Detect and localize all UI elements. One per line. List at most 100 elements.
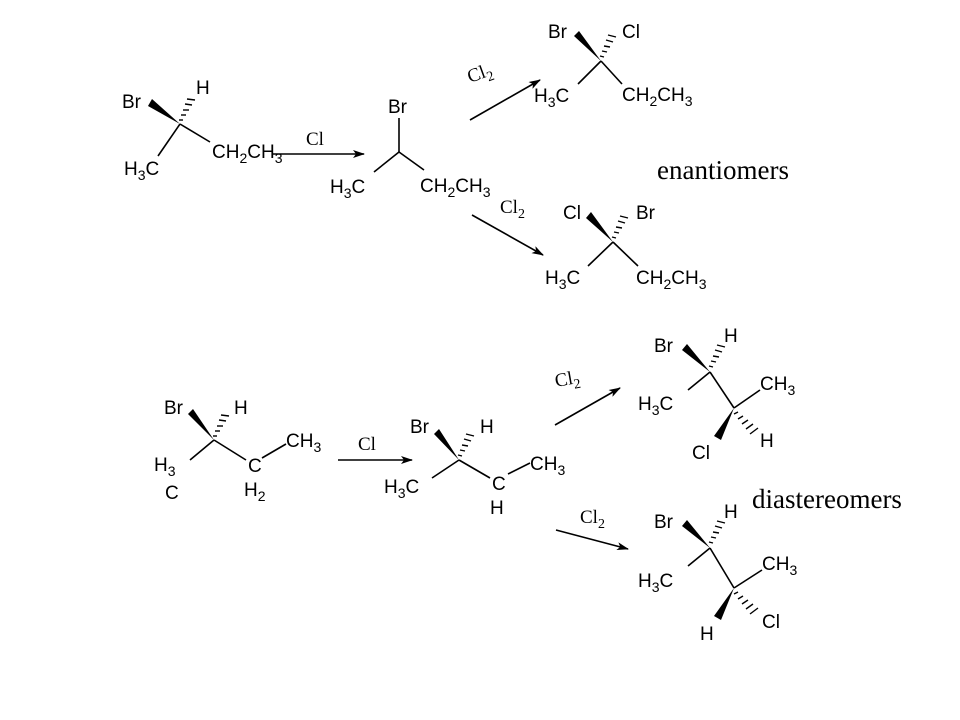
atom-c: C (165, 483, 179, 504)
atom-cl: Cl (762, 612, 780, 633)
bond (189, 439, 215, 461)
molecule-2-bromobutane-chiral: Br H H3C CH2CH3 (122, 78, 283, 183)
atom-h: H (760, 431, 774, 452)
molecule-diastereomer-a: Br H H3C CH3 Cl H (638, 326, 795, 464)
atom-h: H (234, 398, 248, 419)
reagent-cl2: Cl2 (553, 367, 582, 396)
bond (577, 60, 602, 85)
group-ch3: CH3 (286, 431, 321, 455)
wedge-bond (188, 409, 214, 440)
atom-c: C (248, 456, 262, 477)
wedge-bond (148, 99, 180, 124)
hashed-bond (213, 414, 230, 437)
bond (709, 371, 735, 409)
arrow-chlorination-2: Cl (338, 434, 413, 464)
atom-br: Br (164, 398, 184, 419)
atom-br: Br (548, 22, 568, 43)
group-h3c: H3C (545, 268, 580, 292)
bond (600, 60, 623, 85)
molecule-radical-intermediate-bottom: Br H H3C C H CH3 (384, 417, 565, 519)
wedge-bond (682, 344, 710, 372)
atom-h: H (480, 417, 494, 438)
group-h3c: H3C (384, 477, 419, 501)
group-ch3: CH3 (530, 454, 565, 478)
atom-h: H3 (154, 455, 176, 479)
hashed-bond (708, 520, 726, 544)
molecule-radical-intermediate: Br H3C CH2CH3 (330, 97, 491, 201)
molecule-enantiomer-b: Cl Br H3C CH2CH3 (545, 203, 707, 292)
bond (398, 151, 425, 171)
reagent-cl2: Cl2 (465, 59, 497, 91)
arrow-cl2-top-down: Cl2 (471, 197, 544, 256)
atom-h: H (490, 498, 504, 519)
atom-cl: Cl (622, 22, 640, 43)
bond (733, 569, 763, 589)
bond (213, 439, 247, 461)
hashed-bond (708, 344, 726, 368)
atom-h: H (700, 624, 714, 645)
hashed-bond (457, 433, 475, 457)
group-ch2ch3: CH2CH3 (212, 142, 283, 166)
atom-br: Br (654, 512, 674, 533)
reagent-cl: Cl (358, 434, 376, 455)
group-ch2ch3: CH2CH3 (636, 268, 707, 292)
atom-h2: H2 (244, 480, 266, 504)
group-h3c: H3C (330, 177, 365, 201)
bond (179, 123, 211, 143)
bond (733, 389, 761, 409)
bond (431, 459, 460, 479)
bond (458, 459, 491, 479)
bond (687, 547, 711, 567)
bond (157, 123, 181, 157)
arrow-cl2-bottom-up: Cl2 (553, 367, 621, 426)
atom-br: Br (410, 417, 430, 438)
group-ch3: CH3 (760, 374, 795, 398)
reagent-cl2: Cl2 (500, 197, 525, 222)
group-h3c: H3C (124, 159, 159, 183)
bond (261, 443, 287, 459)
atom-h: H (724, 502, 738, 523)
group-ch2ch3: CH2CH3 (420, 176, 491, 200)
caption-enantiomers: enantiomers (657, 155, 789, 185)
atom-br: Br (636, 203, 656, 224)
arrow-cl2-top-up: Cl2 (465, 59, 541, 121)
wedge-bond (586, 212, 613, 242)
group-h3c: H3C (534, 86, 569, 110)
group-h3c: H3C (638, 571, 673, 595)
atom-cl: Cl (692, 443, 710, 464)
group-h3c: H3C (638, 394, 673, 418)
group-ch2ch3: CH2CH3 (622, 85, 693, 109)
bond (587, 241, 614, 267)
atom-c: C (492, 474, 506, 495)
reagent-cl2: Cl2 (580, 507, 605, 532)
molecule-enantiomer-a: Br Cl H3C CH2CH3 (534, 22, 693, 110)
atom-br: Br (388, 97, 408, 118)
arrow-chlorination-1: Cl (272, 129, 365, 158)
atom-h: H (724, 326, 738, 347)
wedge-bond (682, 520, 710, 548)
hashed-bond (733, 411, 759, 435)
atom-cl: Cl (563, 203, 581, 224)
bond (709, 547, 735, 589)
atom-br: Br (122, 92, 142, 113)
group-ch3: CH3 (762, 554, 797, 578)
bond (507, 462, 531, 475)
hashed-bond (733, 591, 759, 615)
bond (687, 371, 711, 391)
bond (612, 241, 639, 267)
wedge-bond (434, 429, 459, 460)
caption-diastereomers: diastereomers (752, 484, 902, 514)
reagent-cl: Cl (306, 129, 324, 150)
hashed-bond (179, 98, 196, 121)
arrow-cl2-bottom-down: Cl2 (555, 507, 629, 551)
wedge-bond (714, 588, 734, 620)
atom-br: Br (654, 336, 674, 357)
molecule-diastereomer-b: Br H H3C CH3 H Cl (638, 502, 797, 645)
hashed-bond (611, 215, 629, 239)
molecule-2-bromobutane-bottom: Br H H3 C C H2 CH3 (154, 398, 321, 504)
bond (373, 151, 400, 173)
wedge-bond (574, 31, 601, 61)
wedge-bond (714, 408, 734, 440)
atom-h: H (196, 78, 210, 99)
